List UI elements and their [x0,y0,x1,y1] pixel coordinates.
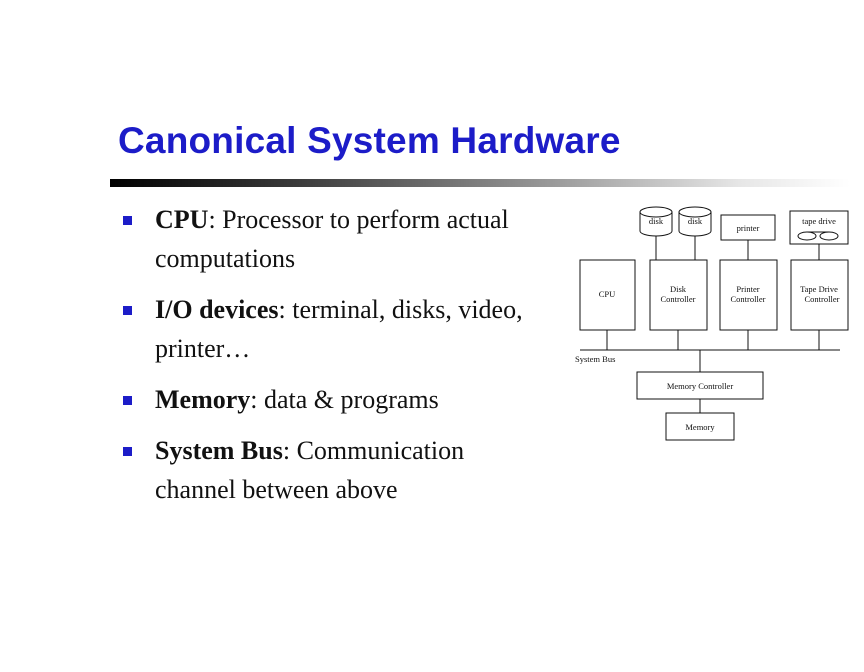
printer-controller-label-line2: Controller [731,294,766,304]
memory-label: Memory [685,422,715,432]
square-bullet-icon [123,306,132,315]
bullet-text: : Communication channel between above [155,436,465,504]
bullet-text: : Processor to perform actual computatio… [155,205,509,273]
tape-controller-label-line1: Tape Drive [800,284,838,294]
title-underline [110,179,850,187]
disk-2-label: disk [688,216,703,226]
bullet-memory: Memory: data & programs [120,380,540,419]
bullet-text: : data & programs [250,385,439,414]
bullet-io-devices: I/O devices: terminal, disks, video, pri… [120,290,540,368]
tape-drive-label: tape drive [802,216,836,226]
square-bullet-icon [123,447,132,456]
tape-reel-left [797,231,817,241]
memory-controller-label: Memory Controller [667,381,734,391]
bullet-cpu: CPU: Processor to perform actual computa… [120,200,540,278]
bullet-list: CPU: Processor to perform actual computa… [120,200,540,521]
bullet-term: Memory [155,385,251,414]
square-bullet-icon [123,396,132,405]
slide-title: Canonical System Hardware [118,120,621,161]
printer-label: printer [737,223,760,233]
disk-1-label: disk [649,216,664,226]
disk-controller-label-line1: Disk [670,284,687,294]
hardware-diagram: disk disk printer tape drive CPU Disk Co… [575,206,849,441]
bullet-text: : terminal, disks, video, printer… [155,295,523,363]
system-bus-label: System Bus [575,354,615,364]
bullet-term: I/O devices [155,295,279,324]
tape-reel-right [819,231,839,241]
bullet-term: CPU [155,205,209,234]
tape-controller-label-line2: Controller [805,294,840,304]
cpu-label: CPU [599,289,616,299]
square-bullet-icon [123,216,132,225]
disk-controller-label-line2: Controller [661,294,696,304]
memory-box [665,412,735,441]
bullet-system-bus: System Bus: Communication channel betwee… [120,431,540,509]
printer-controller-label-line1: Printer [736,284,759,294]
bullet-term: System Bus [155,436,283,465]
